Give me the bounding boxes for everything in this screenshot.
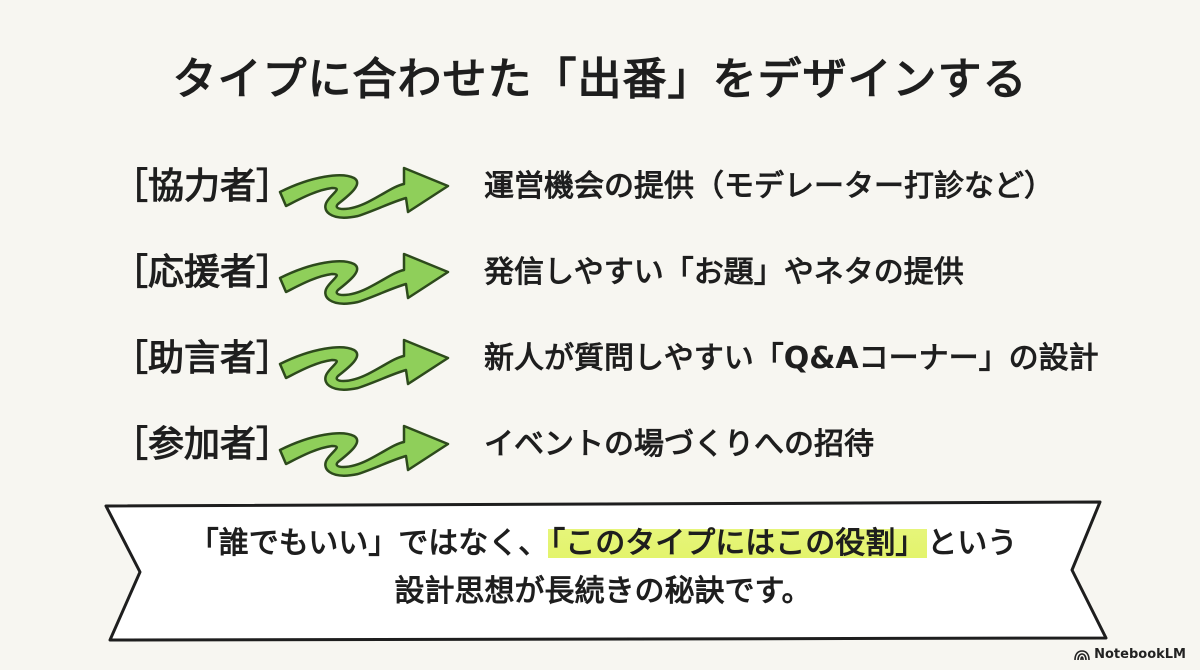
notebooklm-watermark: NotebookLM xyxy=(1074,647,1186,662)
banner-line-2: 設計思想が長続きの秘訣です。 xyxy=(394,574,812,609)
role-label: ［助言者］ xyxy=(112,338,293,379)
role-label: ［参加者］ xyxy=(112,424,293,465)
squiggle-arrow-icon xyxy=(278,338,450,391)
banner-text-after: という xyxy=(927,526,1018,561)
role-row-cooperator: ［協力者］ 運営機会の提供（モデレーター打診など） xyxy=(0,152,1200,222)
role-row-advisor: ［助言者］ 新人が質問しやすい「Q&Aコーナー」の設計 xyxy=(0,324,1200,394)
squiggle-arrow-icon xyxy=(278,252,450,305)
slide-title: タイプに合わせた「出番」をデザインする xyxy=(172,54,1028,105)
role-label: ［協力者］ xyxy=(112,166,293,207)
role-description: 新人が質問しやすい「Q&Aコーナー」の設計 xyxy=(484,341,1099,376)
role-row-participant: ［参加者］ イベントの場づくりへの招待 xyxy=(0,410,1200,480)
role-description: 発信しやすい「お題」やネタの提供 xyxy=(484,255,964,290)
role-description: 運営機会の提供（モデレーター打診など） xyxy=(484,169,1054,204)
banner-text-before: 「誰でもいい」ではなく、 xyxy=(188,526,549,561)
squiggle-arrow-icon xyxy=(278,424,450,477)
banner-highlight: 「このタイプにはこの役割」 xyxy=(548,526,928,561)
notebooklm-logo-icon xyxy=(1074,649,1090,660)
role-description: イベントの場づくりへの招待 xyxy=(484,427,874,462)
banner-line-1: 「誰でもいい」ではなく、「このタイプにはこの役割」という xyxy=(88,522,1118,566)
summary-banner: 「誰でもいい」ではなく、「このタイプにはこの役割」という 設計思想が長続きの秘訣… xyxy=(88,498,1118,643)
squiggle-arrow-icon xyxy=(278,166,450,219)
brand-label: NotebookLM xyxy=(1094,647,1186,662)
role-label: ［応援者］ xyxy=(112,252,293,293)
role-row-supporter: ［応援者］ 発信しやすい「お題」やネタの提供 xyxy=(0,238,1200,308)
